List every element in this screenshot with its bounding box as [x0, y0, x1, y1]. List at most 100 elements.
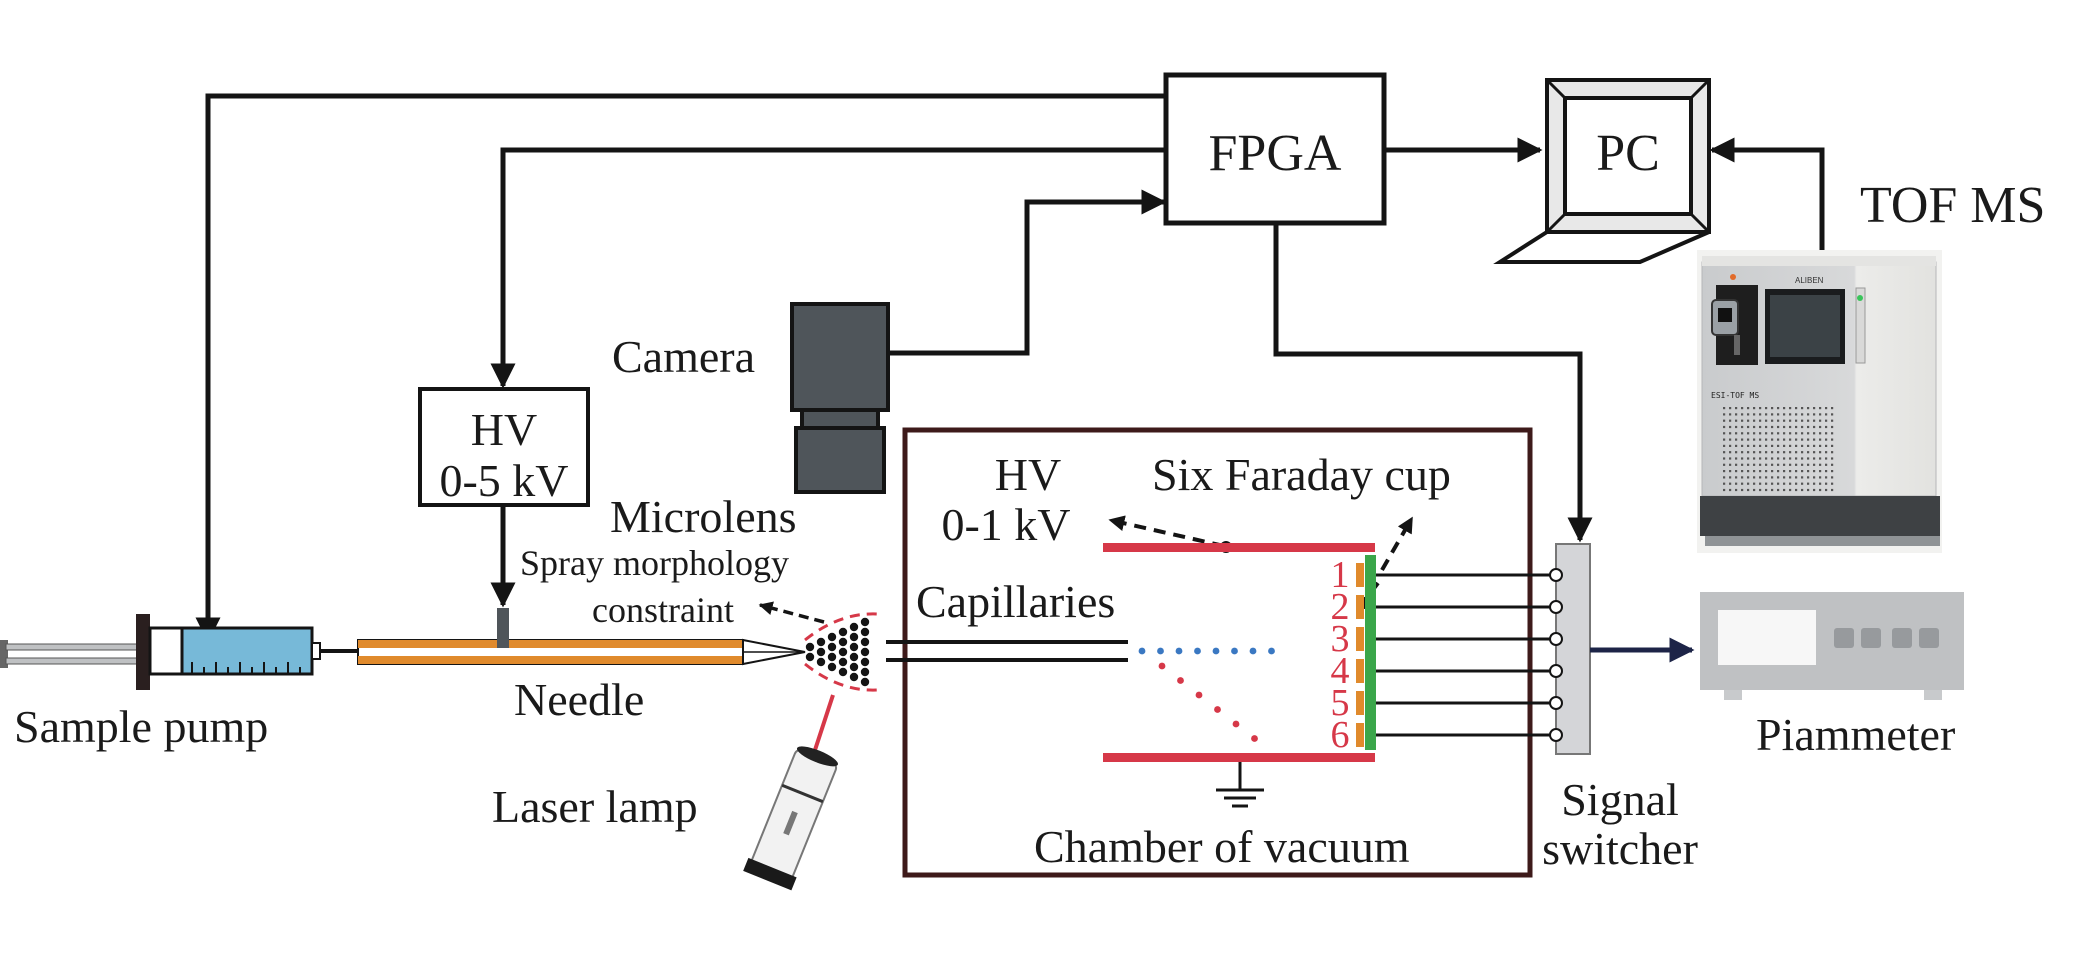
vent-hole — [1819, 470, 1822, 473]
vent-hole — [1783, 432, 1786, 435]
connection-lines — [195, 93, 1825, 643]
spray-droplet — [849, 622, 859, 632]
needle-label: Needle — [514, 674, 644, 725]
vent-hole — [1795, 419, 1798, 422]
blue-droplet — [1175, 647, 1183, 655]
cup-number-4: 4 — [1331, 650, 1350, 692]
piammeter-icon — [1700, 592, 1964, 700]
spray-droplet — [827, 652, 837, 662]
faraday-cup — [1356, 563, 1364, 587]
vent-hole — [1741, 488, 1744, 492]
vent-hole — [1777, 482, 1780, 485]
spray-droplet — [860, 617, 870, 627]
vent-hole — [1825, 419, 1828, 422]
vent-hole — [1765, 451, 1768, 454]
line-fpga-to-pump — [195, 93, 1166, 643]
vent-hole — [1723, 407, 1726, 410]
vent-hole — [1801, 413, 1804, 416]
capillaries-label: Capillaries — [916, 576, 1115, 627]
red-droplet — [1195, 691, 1203, 699]
blue-droplet — [1157, 647, 1164, 655]
vent-hole — [1759, 419, 1762, 422]
vent-hole — [1753, 463, 1756, 466]
vent-hole — [1807, 407, 1810, 410]
vent-hole — [1825, 451, 1828, 454]
vent-hole — [1807, 451, 1810, 454]
vent-hole — [1747, 463, 1750, 466]
vent-hole — [1777, 413, 1780, 416]
vent-hole — [1825, 488, 1828, 492]
vent-hole — [1825, 432, 1828, 435]
vent-hole — [1771, 438, 1774, 441]
vent-hole — [1723, 470, 1726, 473]
vent-hole — [1825, 463, 1828, 466]
faraday-cup — [1356, 659, 1364, 683]
vent-hole — [1759, 425, 1762, 429]
vent-hole — [1729, 432, 1732, 435]
vent-hole — [1789, 457, 1792, 460]
spray-label-line1: Spray morphology — [520, 543, 789, 583]
vent-hole — [1825, 413, 1828, 416]
vent-hole — [1825, 438, 1828, 441]
vent-hole — [1831, 425, 1834, 429]
blue-droplet-trajectory — [1138, 647, 1275, 655]
switch-terminal — [1549, 600, 1563, 614]
vent-hole — [1723, 457, 1726, 460]
vent-hole — [1795, 470, 1798, 473]
needle-icon — [357, 608, 806, 666]
vent-hole — [1801, 444, 1804, 447]
red-droplet — [1214, 706, 1221, 713]
spray-droplet — [860, 627, 870, 637]
vent-hole — [1783, 419, 1786, 422]
vent-hole — [1801, 407, 1804, 410]
vent-hole — [1819, 457, 1822, 460]
vent-hole — [1789, 463, 1792, 466]
line-camera-to-fpga — [888, 189, 1167, 356]
spray-droplet — [838, 647, 848, 657]
switcher-label-line2: switcher — [1542, 823, 1698, 874]
vent-hole — [1807, 470, 1810, 473]
switch-terminal — [1549, 568, 1563, 582]
ground-symbol-icon — [1216, 762, 1264, 808]
vent-hole — [1735, 451, 1738, 454]
cup-number-3: 3 — [1331, 618, 1350, 660]
vent-hole — [1783, 451, 1786, 454]
spray-droplet — [849, 632, 859, 642]
switch-terminal — [1549, 728, 1563, 742]
vent-hole — [1813, 432, 1816, 435]
faraday-cup — [1356, 627, 1364, 651]
vent-hole — [1735, 419, 1738, 422]
vent-hole — [1723, 451, 1726, 454]
vent-hole — [1825, 444, 1828, 447]
vent-hole — [1765, 425, 1768, 429]
vent-hole — [1747, 425, 1750, 429]
vent-hole — [1789, 425, 1792, 429]
spray-droplet — [860, 657, 870, 667]
vent-hole — [1735, 425, 1738, 429]
vent-hole — [1747, 482, 1750, 485]
vent-hole — [1813, 470, 1816, 473]
vent-hole — [1723, 425, 1726, 429]
vent-hole — [1825, 425, 1828, 429]
line-tof-to-pc — [1709, 137, 1825, 250]
vent-hole — [1777, 444, 1780, 447]
vent-hole — [1819, 419, 1822, 422]
vent-hole — [1807, 482, 1810, 485]
vent-hole — [1729, 476, 1732, 479]
vent-hole — [1801, 438, 1804, 441]
vent-hole — [1795, 432, 1798, 435]
vent-hole — [1789, 413, 1792, 416]
spray-droplet — [838, 657, 848, 667]
vent-hole — [1783, 476, 1786, 479]
vent-hole — [1765, 463, 1768, 466]
vent-hole — [1819, 444, 1822, 447]
spray-droplet — [827, 642, 837, 652]
vent-hole — [1801, 470, 1804, 473]
vent-hole — [1771, 432, 1774, 435]
line-fpga-to-switcher — [1273, 225, 1593, 543]
vent-hole — [1801, 476, 1804, 479]
vent-hole — [1789, 419, 1792, 422]
vent-hole — [1723, 482, 1726, 485]
upper-electrode — [1103, 543, 1375, 552]
